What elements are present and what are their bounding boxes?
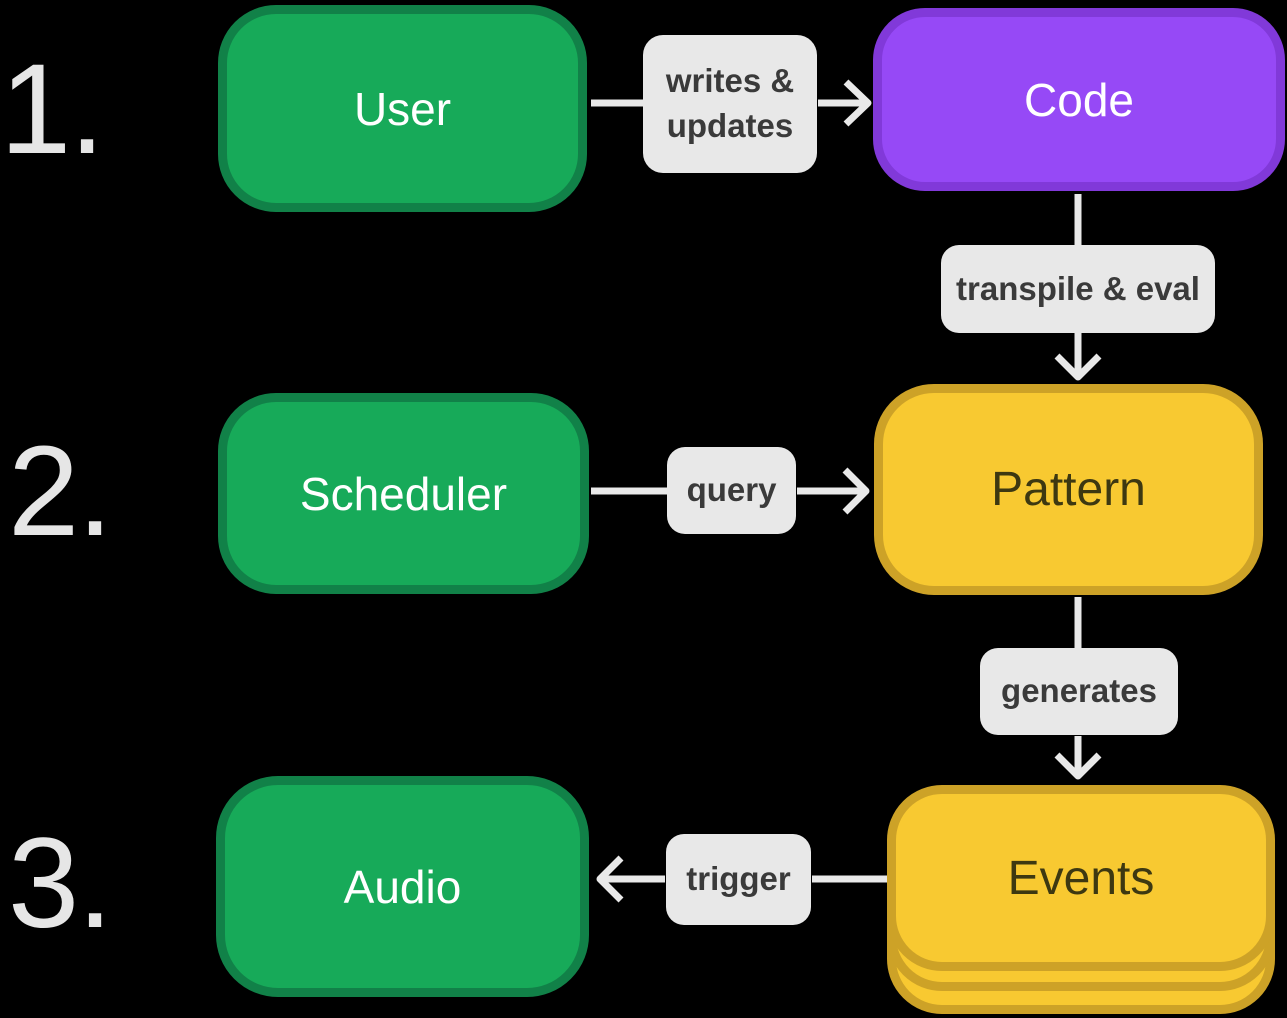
node-pattern: Pattern xyxy=(874,384,1263,595)
step-number-3: 3. xyxy=(8,812,113,955)
arrowhead-right-pattern xyxy=(842,467,870,515)
arrowhead-right-code xyxy=(843,79,872,127)
arrowhead-down-pattern xyxy=(1054,353,1102,381)
edge-label-trigger: trigger xyxy=(666,834,811,925)
edge-label-transpile-eval: transpile & eval xyxy=(941,245,1215,333)
step-number-2: 2. xyxy=(8,420,113,563)
step-number-1: 1. xyxy=(0,38,105,181)
edge-label-generates: generates xyxy=(980,648,1178,735)
node-scheduler: Scheduler xyxy=(218,393,589,594)
arrowhead-left-audio xyxy=(596,855,624,903)
node-audio: Audio xyxy=(216,776,589,997)
edge-label-writes-updates: writes & updates xyxy=(643,35,817,173)
node-user: User xyxy=(218,5,587,212)
node-code: Code xyxy=(873,8,1285,191)
edge-label-query: query xyxy=(667,447,796,534)
node-events: Events xyxy=(887,785,1275,971)
arrowhead-down-events xyxy=(1054,752,1102,780)
